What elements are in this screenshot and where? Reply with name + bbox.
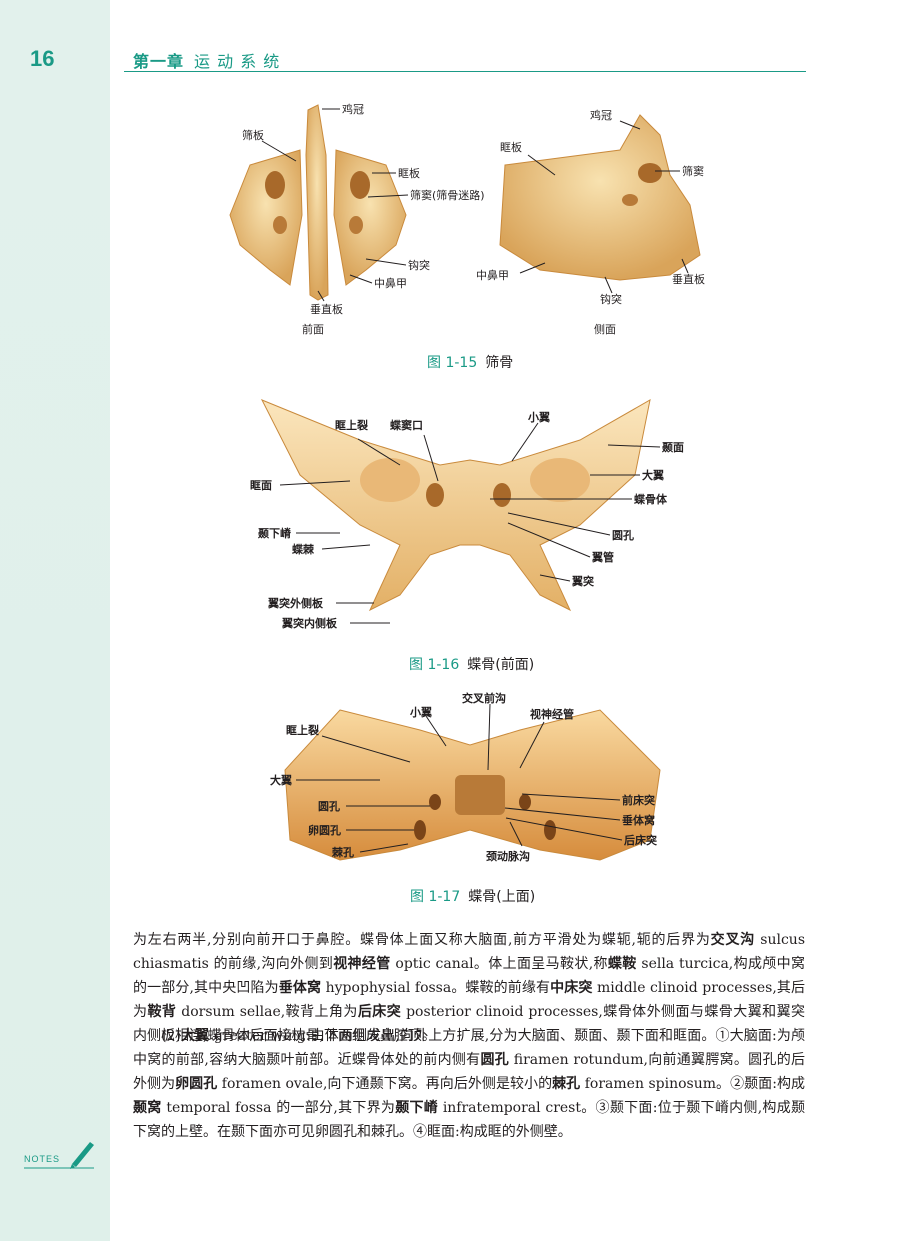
label-fig15-front-2: 眶板 [398,166,420,180]
label-fig15-side-4: 钩突 [600,292,622,306]
sphenoid-front-drawing [260,399,651,612]
label-fig16-7: 圆孔 [612,529,634,542]
label-fig17-9: 后床突 [624,833,657,847]
label-fig15-front-5: 中鼻甲 [374,276,407,290]
running-head: 第一章运 动 系 统 [133,48,280,72]
label-fig15-side-5: 垂直板 [672,272,705,286]
label-fig17-6: 圆孔 [318,800,340,813]
text-run: middle clinoid processes,其后为 [133,980,806,1020]
figure-1-16-number: 图 1-16 [409,657,460,673]
label-fig15-side-2: 筛窦 [682,164,704,178]
header-rule [124,71,806,72]
label-fig17-11: 颈动脉沟 [486,849,530,863]
label-fig15-side-3: 中鼻甲 [476,268,509,282]
figure-1-15-title: 筛骨 [485,355,514,371]
label-fig16-8: 颞下嵴 [257,526,292,540]
text-run: optic canal。体上面呈马鞍状,称 [390,956,608,972]
ethmoid-front-drawing [229,104,407,301]
label-fig17-5: 前床突 [622,793,655,807]
label-fig17-1: 小翼 [409,705,432,719]
label-fig16-10: 翼管 [591,550,614,564]
figure-1-17-title: 蝶骨(上面) [468,889,536,905]
label-fig17-7: 垂体窝 [622,813,655,827]
label-fig16-4: 大翼 [642,468,664,482]
label-fig16-5: 眶面 [250,479,272,492]
figure-1-16-title: 蝶骨(前面) [467,657,535,673]
chapter-number: 第一章 [133,52,185,71]
label-fig15-front-6: 垂直板 [310,302,343,316]
chapter-title: 运 动 系 统 [194,52,281,71]
text-run: firamen rotundum,向前通翼腭窝。圆孔的后外侧为 [133,1052,805,1092]
label-fig16-9: 蝶棘 [292,542,315,556]
figure-1-15-number: 图 1-15 [427,355,478,371]
term: 垂体窝 [278,980,322,996]
text-run: foramen ovale,向下通颞下窝。再向后外侧是较小的 [217,1076,553,1092]
text-run: posterior clinoid processes,蝶骨体外侧面与蝶骨大翼和… [133,1004,806,1044]
label-fig17-2: 视神经管 [530,707,574,721]
text-run: infratemporal crest。③颞下面:位于颞下嵴内侧,构成颞下窝的上… [133,1100,805,1140]
label-fig16-2: 小翼 [527,410,550,424]
figure-1-15-ethmoid: 鸡冠 筛板 眶板 筛窦(筛骨迷路) 钩突 中鼻甲 垂直板 前面 鸡冠 眶板 [200,95,760,345]
page-number: 16 [30,46,55,71]
figure-1-16-sphenoid-front: 眶上裂 蝶窦口 小翼 颞面 大翼 眶面 蝶骨体 圆孔 颞下嵴 蝶棘 翼管 翼突 … [240,395,700,640]
term: 颞窝 [133,1100,162,1116]
figure-1-15-caption: 图 1-15 筛骨 [427,352,513,372]
text-run: 为左右两半,分别向前开口于鼻腔。蝶骨体上面又称大脑面,前方平滑处为蝶轭,轭的后界… [133,932,711,948]
label-fig16-1: 蝶窦口 [390,418,423,432]
notes-pen-icon [24,1142,94,1169]
label-fig16-3: 颞面 [661,441,684,454]
term: 棘孔 [552,1076,581,1092]
term: 交叉沟 [710,932,756,948]
fig15-front-view-label: 前面 [302,322,324,336]
label-fig16-0: 眶上裂 [335,418,368,432]
label-fig17-8: 卵圆孔 [308,823,341,837]
sphenoid-top-drawing [284,709,661,861]
figure-1-17-caption: 图 1-17 蝶骨(上面) [410,886,535,906]
term: 卵圆孔 [175,1076,218,1092]
figure-1-17-illustration: 交叉前沟 小翼 视神经管 眶上裂 大翼 前床突 圆孔 垂体窝 卵圆孔 后床突 棘… [270,691,661,863]
text-run: temporal fossa 的一部分,其下界为 [161,1100,396,1116]
label-fig16-6: 蝶骨体 [634,492,668,506]
figure-1-16-illustration: 眶上裂 蝶窦口 小翼 颞面 大翼 眶面 蝶骨体 圆孔 颞下嵴 蝶棘 翼管 翼突 … [250,399,684,630]
text-run: sulcus chiasmatis 的前缘,沟向外侧到 [133,932,806,972]
label-fig15-front-3: 筛窦(筛骨迷路) [410,188,485,202]
figure-1-17-sphenoid-top: 交叉前沟 小翼 视神经管 眶上裂 大翼 前床突 圆孔 垂体窝 卵圆孔 后床突 棘… [260,690,680,875]
term: 大翼 [180,1028,210,1044]
term: 圆孔 [480,1052,510,1068]
label-fig15-front-4: 钩突 [408,258,430,272]
notes-label: NOTES [24,1154,61,1164]
label-fig16-12: 翼突外侧板 [267,596,324,610]
label-fig17-3: 眶上裂 [286,723,319,737]
label-fig15-front-1: 筛板 [242,128,264,142]
text-run: (2) [161,1028,181,1044]
figure-1-17-number: 图 1-17 [410,889,461,905]
figure-1-15-illustration: 鸡冠 筛板 眶板 筛窦(筛骨迷路) 钩突 中鼻甲 垂直板 前面 鸡冠 眶板 [229,102,705,336]
term: 蝶鞍 [607,956,637,972]
label-fig17-10: 棘孔 [332,845,354,859]
term: 颞下嵴 [395,1100,439,1116]
text-run: greater wing:由体两侧发出,向外上方扩展,分为大脑面、颞面、颞下面和… [133,1028,806,1068]
label-fig16-11: 翼突 [571,574,594,588]
label-fig15-side-1: 眶板 [500,140,522,154]
term: 中床突 [550,980,593,996]
body-paragraph-2: (2)大翼 greater wing:由体两侧发出,向外上方扩展,分为大脑面、颞… [133,1024,805,1144]
text-run: hypophysial fossa。蝶鞍的前缘有 [321,980,551,996]
fig15-side-view-label: 侧面 [594,323,616,336]
term: 后床突 [357,1004,402,1020]
term: 鞍背 [147,1004,177,1020]
body-paragraph-1: 为左右两半,分别向前开口于鼻腔。蝶骨体上面又称大脑面,前方平滑处为蝶轭,轭的后界… [133,928,805,1048]
ethmoid-side-drawing [499,114,701,281]
text-run: dorsum sellae,鞍背上角为 [176,1004,358,1020]
label-fig15-side-0: 鸡冠 [590,108,612,122]
label-fig17-0: 交叉前沟 [462,691,506,705]
label-fig15-front-0: 鸡冠 [342,102,364,116]
term: 视神经管 [333,956,391,972]
text-run: sella turcica,构成颅中窝的一部分,其中央凹陷为 [133,956,805,996]
side-margin-band [0,0,110,1241]
figure-1-16-caption: 图 1-16 蝶骨(前面) [409,654,534,674]
label-fig17-4: 大翼 [270,773,292,787]
text-run: foramen spinosum。②颞面:构成 [580,1076,806,1092]
label-fig16-13: 翼突内侧板 [281,616,338,630]
